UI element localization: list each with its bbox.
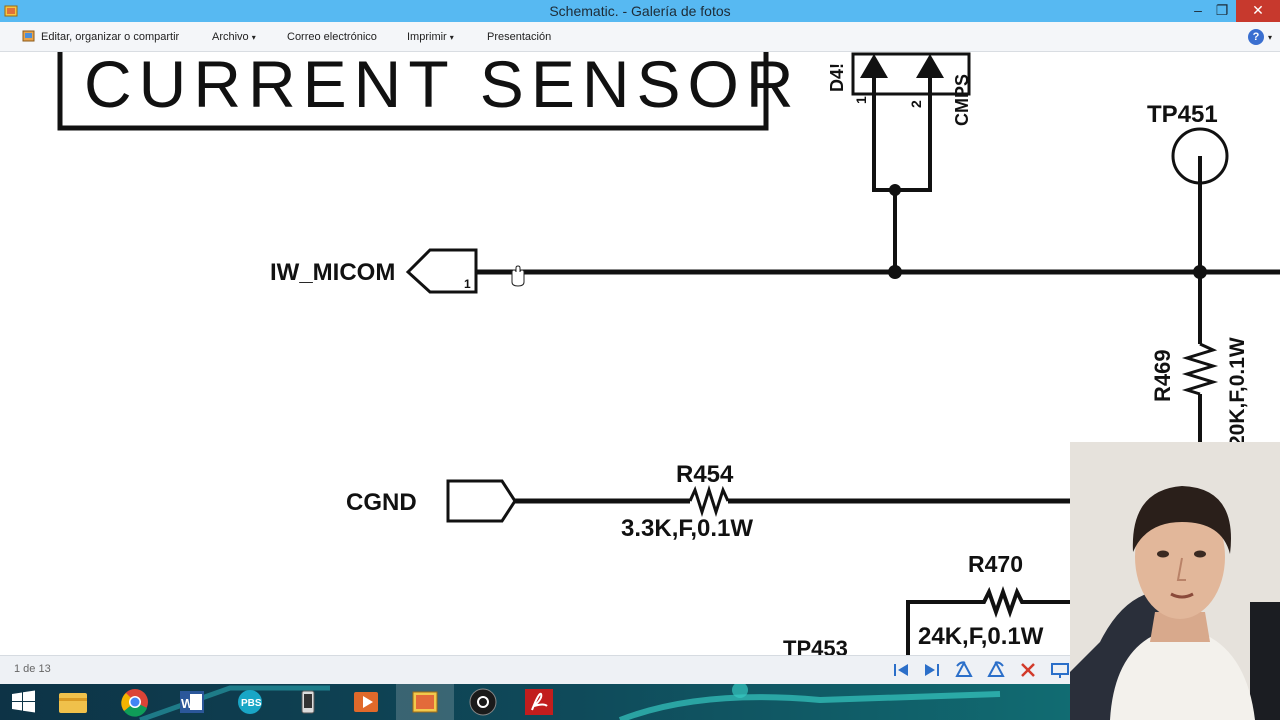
hand-cursor-icon xyxy=(511,265,525,287)
diode-net-label: CMPS xyxy=(952,74,972,126)
r454-zigzag xyxy=(688,485,730,517)
file-explorer-icon[interactable] xyxy=(44,684,102,720)
slideshow-icon[interactable] xyxy=(1049,660,1071,680)
svg-text:W: W xyxy=(181,696,194,711)
r469-value-label: 20K,F,0.1W xyxy=(1226,337,1249,447)
r454-ref-label: R454 xyxy=(676,461,734,488)
delete-icon[interactable] xyxy=(1017,660,1039,680)
chrome-icon[interactable] xyxy=(106,684,164,720)
status-bar: 1 de 13 xyxy=(0,655,1280,684)
schematic-heading: CURRENT SENSOR xyxy=(84,52,801,121)
rotate-right-icon[interactable] xyxy=(985,660,1007,680)
diode-symbol-right xyxy=(916,54,944,78)
chevron-down-icon: ▾ xyxy=(251,33,256,42)
obs-icon[interactable] xyxy=(454,684,512,720)
title-bar: Schematic. - Galería de fotos – ❐ ✕ xyxy=(0,0,1280,22)
menu-imprimir[interactable]: Imprimir▾ xyxy=(407,31,454,43)
menu-presentacion[interactable]: Presentación xyxy=(487,31,552,43)
diode-frame xyxy=(851,52,971,96)
menu-archivo[interactable]: Archivo▾ xyxy=(212,31,256,43)
svg-text:PBS: PBS xyxy=(241,698,262,709)
minimize-button[interactable]: – xyxy=(1194,2,1202,18)
photo-gallery-app-icon[interactable] xyxy=(4,4,18,18)
r469-ref-label: R469 xyxy=(1150,349,1175,402)
junction-dot xyxy=(1193,265,1207,279)
junction-dot xyxy=(888,265,902,279)
menu-archivo-label: Archivo xyxy=(212,31,249,43)
image-viewer[interactable]: CURRENT SENSOR D4! 1 2 CMPS TP451 R469 2… xyxy=(0,52,1280,655)
menu-imprimir-label: Imprimir xyxy=(407,31,447,43)
diode-pin-2: 2 xyxy=(908,100,924,108)
close-button[interactable]: ✕ xyxy=(1236,0,1280,22)
photo-gallery-taskbar-button[interactable] xyxy=(396,684,454,720)
r454-value-label: 3.3K,F,0.1W xyxy=(621,515,753,542)
command-bar: Editar, organizar o compartir Archivo▾ C… xyxy=(0,22,1280,52)
restore-button[interactable]: ❐ xyxy=(1215,2,1229,18)
cgnd-net-label: CGND xyxy=(346,489,417,516)
diode-pin-1: 1 xyxy=(853,96,869,104)
diode-loop-wire xyxy=(872,78,932,192)
acrobat-icon[interactable] xyxy=(510,684,568,720)
edit-organize-icon xyxy=(22,30,35,42)
chevron-down-icon: ▾ xyxy=(449,33,454,42)
help-icon[interactable]: ? xyxy=(1248,29,1264,45)
first-image-icon[interactable] xyxy=(890,660,912,680)
windows-taskbar: W PBS xyxy=(0,684,1280,720)
webcam-overlay xyxy=(1070,442,1280,720)
rotate-left-icon[interactable] xyxy=(953,660,975,680)
junction-dot xyxy=(889,184,901,196)
presentation-app-icon[interactable] xyxy=(337,684,395,720)
diode-ref-label: D4! xyxy=(827,63,847,92)
tp451-label: TP451 xyxy=(1147,101,1218,128)
word-icon[interactable]: W xyxy=(163,684,221,720)
connector-pin-number: 1 xyxy=(464,277,471,291)
r469-zigzag xyxy=(1181,342,1219,396)
next-image-icon[interactable] xyxy=(921,660,943,680)
schematic-image: CURRENT SENSOR D4! 1 2 CMPS TP451 R469 2… xyxy=(57,52,1280,655)
r470-wire xyxy=(906,585,1070,655)
r470-value-label: 24K,F,0.1W xyxy=(918,623,1044,650)
presenter-video xyxy=(1070,442,1280,720)
image-counter: 1 de 13 xyxy=(14,663,51,675)
pbs-app-icon[interactable]: PBS xyxy=(221,684,279,720)
help-chevron-down-icon[interactable]: ▾ xyxy=(1268,33,1273,42)
phone-app-icon[interactable] xyxy=(279,684,337,720)
menu-edit-organize-share[interactable]: Editar, organizar o compartir xyxy=(41,31,180,43)
menu-correo-electronico[interactable]: Correo electrónico xyxy=(287,31,377,43)
diode-symbol-left xyxy=(860,54,888,78)
taskbar-wallpaper-decoration xyxy=(139,684,1001,720)
start-button-icon[interactable] xyxy=(0,684,58,720)
tp453-label: TP453 xyxy=(783,636,848,655)
iw-micom-net-label: IW_MICOM xyxy=(270,259,395,286)
heading-frame xyxy=(57,52,769,131)
photo-gallery-icon xyxy=(412,691,438,713)
cgnd-connector xyxy=(446,479,517,523)
window-title: Schematic. - Galería de fotos xyxy=(549,3,731,19)
r470-ref-label: R470 xyxy=(968,551,1023,577)
